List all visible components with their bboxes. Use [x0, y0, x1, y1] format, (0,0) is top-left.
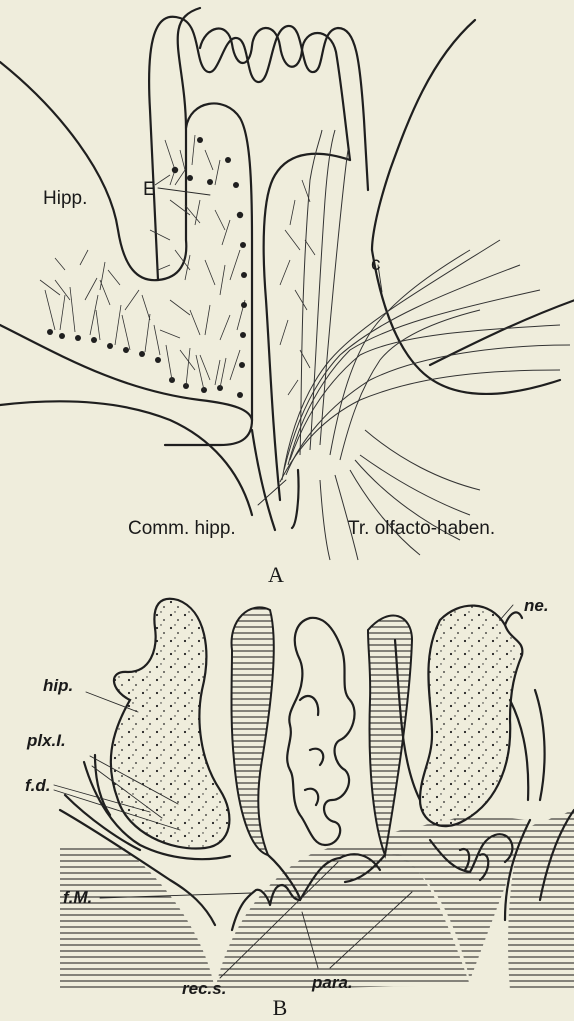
label-e: E: [143, 179, 156, 200]
hip-body-right: [420, 606, 522, 827]
label-fd: f.d.: [25, 776, 51, 795]
panel-a-letter: A: [268, 562, 284, 587]
hatched-floor-left: [60, 845, 215, 990]
label-c: c: [371, 254, 381, 275]
label-ne: ne.: [524, 596, 549, 615]
right-hemisphere-outline: [372, 20, 475, 250]
hatched-wall-right: [368, 616, 412, 855]
hip-body-left: [111, 599, 230, 849]
fiber-tracts: [280, 130, 570, 560]
label-hip: hip.: [43, 676, 73, 695]
panel-a: Hipp. E c Comm. hipp. Tr. olfacto-haben.…: [0, 8, 574, 587]
panel-b: hip. plx.I. f.d. f.M. rec.s. para. ne. B: [25, 596, 574, 1020]
label-recs: rec.s.: [182, 979, 226, 998]
choroid-roof: [149, 17, 368, 280]
label-plx: plx.I.: [26, 731, 66, 750]
pyramidal-cells: [150, 135, 247, 398]
hippocampus-outline: [0, 8, 200, 280]
label-fm: f.M.: [63, 888, 92, 907]
panel-b-letter: B: [273, 995, 288, 1020]
label-comm-hipp: Comm. hipp.: [128, 518, 236, 539]
label-hipp: Hipp.: [43, 188, 87, 209]
label-para: para.: [311, 973, 353, 992]
central-plexus: [287, 618, 354, 845]
right-medial-wall: [264, 154, 350, 500]
hatched-wall-left: [232, 607, 274, 855]
label-tract: Tr. olfacto-haben.: [348, 518, 495, 539]
